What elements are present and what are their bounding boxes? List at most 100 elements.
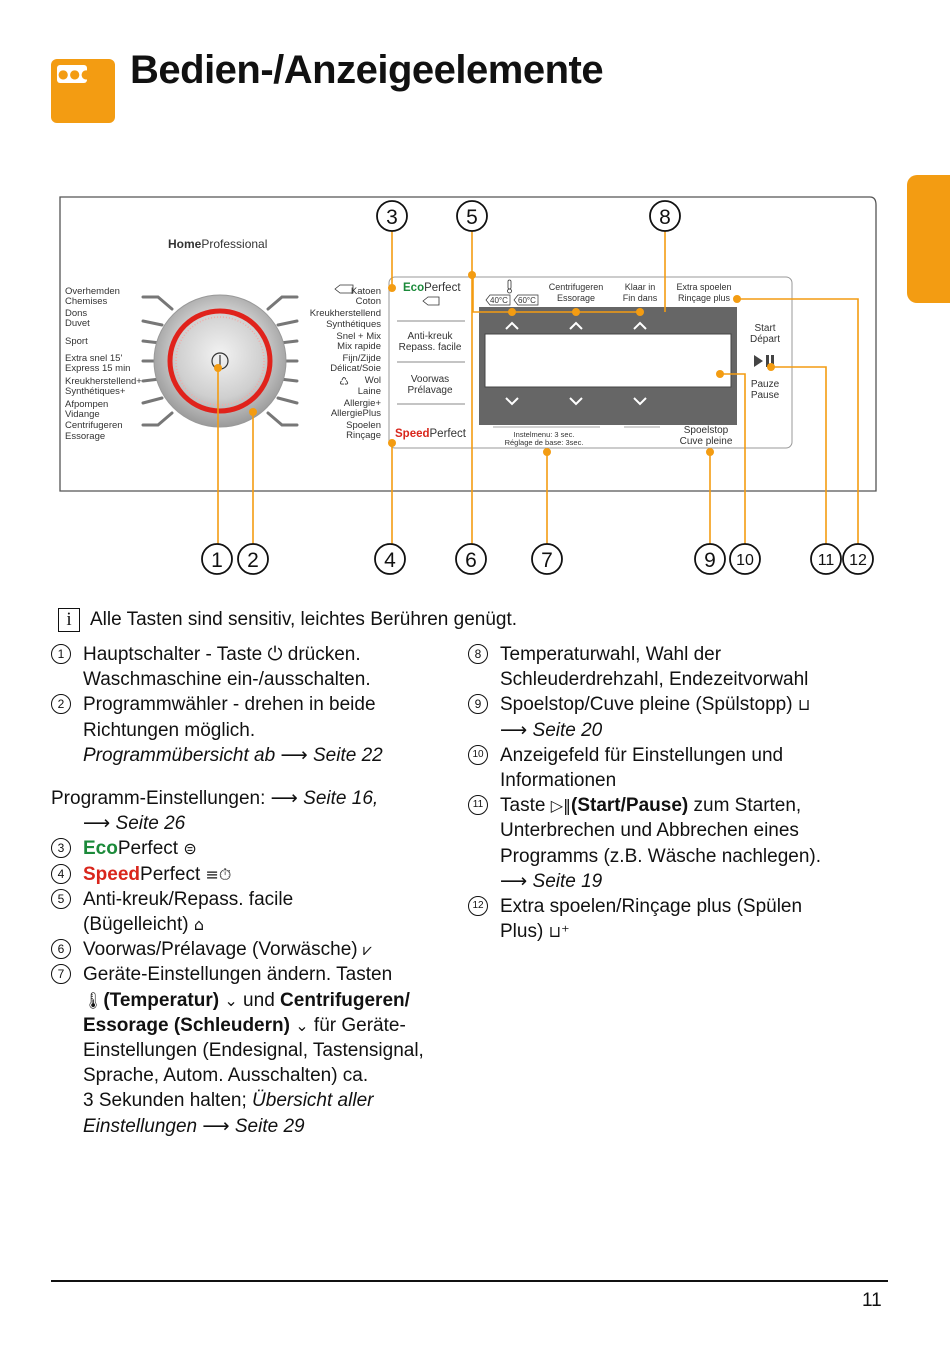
svg-text:Vidange: Vidange [65,409,100,420]
rinse-hold-icon: ⊔ [797,695,811,715]
list-item-12: 12 Extra spoelen/Rinçage plus (Spülen Pl… [468,894,888,944]
svg-text:11: 11 [818,552,835,569]
svg-text:Départ: Départ [750,334,780,345]
list-item-6: 6 Voorwas/Prélavage (Vorwäsche) ⩗ [51,937,471,962]
svg-text:60°C: 60°C [518,296,536,305]
svg-text:Réglage de base: 3sec.: Réglage de base: 3sec. [505,438,584,447]
svg-text:Essorage: Essorage [557,293,595,303]
svg-text:6: 6 [465,549,477,572]
svg-text:4: 4 [384,549,396,572]
svg-text:Chemises: Chemises [65,296,107,307]
rinse-plus-icon: ⊔⁺ [548,922,570,942]
speedperfect-button: SpeedPerfect [395,428,467,440]
svg-text:Sport: Sport [65,336,88,347]
svg-text:5: 5 [466,206,478,229]
svg-text:Klaar in: Klaar in [625,282,656,292]
svg-text:7: 7 [541,549,553,572]
svg-text:Délicat/Soie: Délicat/Soie [330,363,381,374]
anti-kreuk-button: Anti-kreuk [407,331,453,342]
svg-text:2: 2 [247,549,259,572]
panel-outline [59,196,877,492]
svg-text:Extra snel 15': Extra snel 15' [65,353,122,364]
ecoperfect-button: EcoPerfect [403,282,461,294]
svg-text:Extra spoelen: Extra spoelen [676,282,731,292]
list-item-8: 8 Temperaturwahl, Wahl der Schleuderdreh… [468,642,888,692]
svg-text:Allergie+: Allergie+ [344,398,382,409]
svg-text:40°C: 40°C [490,296,508,305]
list-item-7: 7 Geräte-Einstellungen ändern. Tasten 🌡(… [51,962,471,1138]
svg-text:Centrifugeren: Centrifugeren [549,282,604,292]
svg-text:Fijn/Zijde: Fijn/Zijde [342,353,381,364]
list-item-9: 9 Spoelstop/Cuve pleine (Spülstopp) ⊔ ⟶ … [468,692,888,742]
svg-text:Snel + Mix: Snel + Mix [336,331,381,342]
svg-text:Prélavage: Prélavage [407,385,452,396]
svg-text:Overhemden: Overhemden [65,286,120,297]
svg-text:Dons: Dons [65,308,87,319]
svg-text:Mix rapide: Mix rapide [337,341,381,352]
section-icon: ●●● [51,59,115,123]
function-panel [388,276,793,449]
chapter-tab [907,175,950,303]
svg-text:Pause: Pause [751,390,780,401]
start-pause-icon: ▷‖ [550,796,572,816]
svg-text:Duvet: Duvet [65,318,90,329]
svg-text:Katoen: Katoen [351,286,381,297]
svg-text:9: 9 [704,549,716,572]
program-selector-dial[interactable] [153,294,287,428]
svg-text:Synthétiques: Synthétiques [326,319,381,330]
speedperfect-icon: ≡⏱ [205,864,232,884]
list-item-10: 10 Anzeigefeld für Einstellungen und Inf… [468,743,888,793]
svg-text:Repass. facile: Repass. facile [399,342,462,353]
temperature-icon [507,279,512,294]
footer-rule [51,1280,888,1282]
pause-label: Pauze [751,379,780,390]
svg-text:10: 10 [736,552,754,569]
page-title: Bedien-/Anzeigeelemente [130,48,604,92]
svg-text:Wol: Wol [365,375,381,386]
list-item-3: 3 EcoPerfect ⊜ [51,836,471,861]
start-label: Start [754,323,775,334]
callout-dots [214,271,775,456]
ecoperfect-icon: ⊜ [183,839,197,859]
svg-text:Spoelen: Spoelen [346,420,381,431]
svg-text:AllergiePlus: AllergiePlus [331,408,381,419]
svg-text:Express 15 min: Express 15 min [65,363,130,374]
arrow-up-icons [505,321,647,330]
voorwas-button: Voorwas [411,374,449,385]
svg-text:Afpompen: Afpompen [65,399,108,410]
svg-text:3: 3 [386,206,398,229]
start-pause-icon [754,355,774,367]
wool-icon: ♺ [339,376,349,388]
list-item-4: 4 SpeedPerfect ≡⏱ [51,862,471,887]
programs-left: Overhemden Chemises Dons Duvet Sport Ext… [65,286,142,442]
programs-right: Katoen Coton Kreukherstellend Synthétiqu… [310,284,382,441]
svg-text:1: 1 [211,549,223,572]
svg-text:12: 12 [849,552,867,569]
instelmenu-label: Instelmenu: 3 sec. [514,430,575,439]
callout-lines [217,231,859,548]
list-item-5: 5 Anti-kreuk/Repass. facile (Bügelleicht… [51,887,471,937]
svg-text:8: 8 [659,206,671,229]
menu-dots-icon [57,65,87,83]
list-item-2: 2 Programmwähler - drehen in beide Richt… [51,692,471,768]
callout-numbers [201,200,874,575]
arrow-down-icons [505,397,647,406]
iron-icon: ⌂ [193,915,205,935]
prewash-icon: ⩗ [362,940,372,960]
left-column: 1 Hauptschalter - Taste ⏻ drücken. Wasch… [51,642,471,1139]
chevron-down-icon: ⌄ [295,1015,309,1035]
svg-text:Coton: Coton [356,296,381,307]
svg-text:Rinçage plus: Rinçage plus [678,293,731,303]
right-column: 8 Temperaturwahl, Wahl der Schleuderdreh… [468,642,888,944]
chevron-down-icon: ⌄ [224,990,238,1010]
list-item-1: 1 Hauptschalter - Taste ⏻ drücken. Wasch… [51,642,471,692]
display-screen [484,333,732,388]
temperature-icon: 🌡 [83,990,104,1010]
svg-text:Kreukherstellend: Kreukherstellend [310,308,381,319]
info-note: i Alle Tasten sind sensitiv, leichtes Be… [58,608,517,632]
brand-label: HomeProfessional [168,237,267,251]
list-item-11: 11 Taste ▷‖(Start/Pause) zum Starten, Un… [468,793,888,894]
svg-text:Laine: Laine [358,386,381,397]
spoelstop-label: Spoelstop [684,425,729,436]
svg-text:Kreukherstellend+: Kreukherstellend+ [65,376,142,387]
